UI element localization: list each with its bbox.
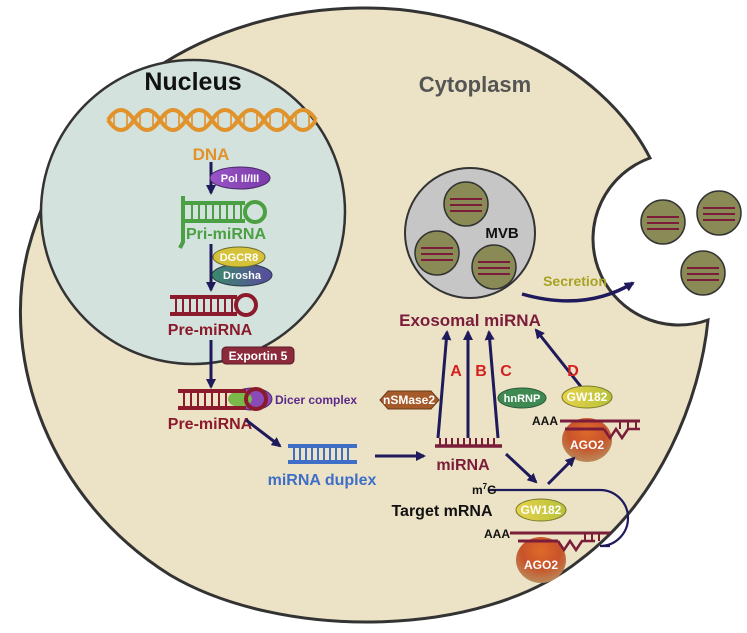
path-d-label: D xyxy=(567,363,579,380)
arrow-mirna-to-target xyxy=(504,452,538,484)
path-b-label: B xyxy=(475,363,487,380)
arrow-path-d xyxy=(534,328,584,389)
hnrnp-protein xyxy=(497,387,547,409)
pre-mirna-cyto-label: Pre-miRNA xyxy=(168,416,253,433)
secreted-exosomes xyxy=(640,190,742,296)
cytoplasm-label: Cytoplasm xyxy=(419,72,531,97)
mirna-duplex-label: miRNA duplex xyxy=(268,472,377,489)
secretion-label: Secretion xyxy=(543,273,607,289)
exportin-5-box xyxy=(221,346,295,365)
arrow-target-to-complex xyxy=(546,456,576,486)
hnrnp-label: hnRNP xyxy=(504,393,541,405)
mvb-vesicles xyxy=(414,181,517,290)
secreted-exosome xyxy=(696,190,742,236)
path-c-label: C xyxy=(500,363,512,380)
dicer-label: Dicer complex xyxy=(275,393,357,407)
target-mrna-label: Target mRNA xyxy=(391,503,492,520)
pre-mirna-nucleus-label: Pre-miRNA xyxy=(168,322,253,339)
ago2-lower-label: AGO2 xyxy=(524,558,558,572)
mvb-vesicle xyxy=(414,230,460,276)
pri-mirna-rungs xyxy=(191,203,242,221)
mature-mirna xyxy=(435,438,502,448)
exportin-5-label: Exportin 5 xyxy=(229,349,288,363)
dgcr8-label: DGCR8 xyxy=(220,252,259,264)
ago2-complex-upper xyxy=(560,385,640,462)
dna-label: DNA xyxy=(193,145,230,164)
exosomal-mirna-label: Exosomal miRNA xyxy=(399,311,541,330)
dgcr8-enzyme xyxy=(212,246,266,268)
nucleus-label: Nucleus xyxy=(144,68,241,96)
m7g-base: m xyxy=(472,483,483,497)
mvb-vesicle xyxy=(471,244,517,290)
pri-mirna-label: Pri-miRNA xyxy=(186,226,266,243)
pre-mirna-rungs xyxy=(175,297,233,314)
target-mrna-strand xyxy=(488,488,630,548)
pol-label: Pol II/III xyxy=(221,173,260,185)
mvb-label: MVB xyxy=(485,225,519,242)
mirna-duplex xyxy=(288,444,357,464)
pre-mirna-cyto-rungs xyxy=(183,391,227,408)
drosha-label: Drosha xyxy=(223,270,262,282)
m7g-sup: 7 xyxy=(483,482,488,491)
ago2-upper-label: AGO2 xyxy=(570,438,604,452)
m7g-end: G xyxy=(487,483,496,497)
aaa-lower-label: AAA xyxy=(484,527,510,541)
secreted-exosome xyxy=(640,199,686,245)
path-a-label: A xyxy=(450,363,462,380)
secreted-exosome xyxy=(680,250,726,296)
m7g-label: m7G xyxy=(472,482,496,497)
pol-enzyme xyxy=(209,166,271,190)
secretion-arrow xyxy=(521,281,635,303)
mvb-vesicle xyxy=(443,181,489,227)
nsmase2-label: nSMase2 xyxy=(383,393,435,407)
arrow-path-a xyxy=(436,330,452,439)
arrow-path-c xyxy=(484,330,500,439)
aaa-upper-label: AAA xyxy=(532,414,558,428)
gw182-upper-label: GW182 xyxy=(567,390,608,404)
dna-rungs xyxy=(113,110,310,130)
gw182-lower-label: GW182 xyxy=(521,503,562,517)
mirna-label: miRNA xyxy=(436,457,490,474)
ago2-complex-lower xyxy=(510,498,610,583)
nsmase2-hexagon xyxy=(379,390,440,410)
arrow-pre-to-duplex xyxy=(245,418,282,448)
